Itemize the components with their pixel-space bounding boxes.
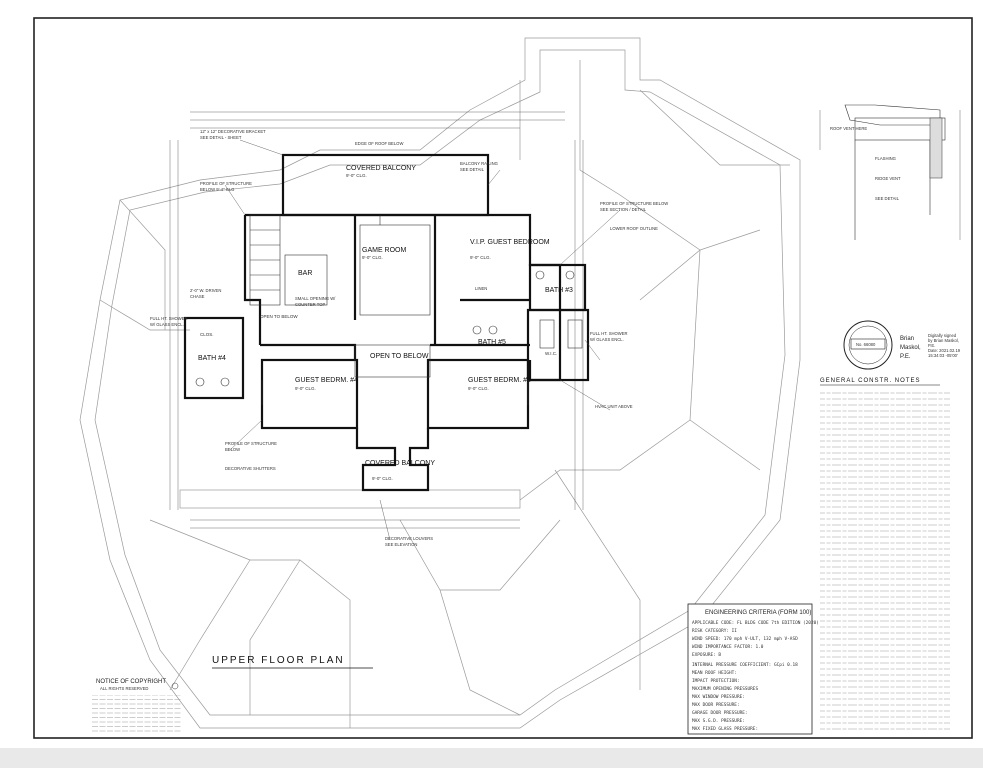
sheet-border xyxy=(33,17,973,739)
svg-text:MAX S.G.D. PRESSURE:: MAX S.G.D. PRESSURE: xyxy=(692,718,745,724)
bottom-strip xyxy=(0,748,983,768)
svg-text:W/ GLASS ENCL.: W/ GLASS ENCL. xyxy=(590,337,624,342)
svg-text:ROOF VENT HERE: ROOF VENT HERE xyxy=(830,126,867,131)
svg-text:9'-0" CLG.: 9'-0" CLG. xyxy=(346,173,367,178)
room-game-room: GAME ROOM xyxy=(362,247,407,254)
roof-section-detail xyxy=(819,104,961,240)
svg-text:2'-0" W. DRIVEN: 2'-0" W. DRIVEN xyxy=(190,288,221,293)
room-bar: BAR xyxy=(298,270,312,277)
svg-text:PROFILE OF STRUCTURE: PROFILE OF STRUCTURE xyxy=(225,441,277,446)
svg-text:BELOW: BELOW xyxy=(225,447,240,452)
svg-text:WIND SPEED: 170 mph V-ULT, 132: WIND SPEED: 170 mph V-ULT, 132 mph V-ASD xyxy=(692,636,798,642)
svg-text:SMALL OPENING W/: SMALL OPENING W/ xyxy=(295,296,336,301)
plan-title: UPPER FLOOR PLAN xyxy=(212,655,345,666)
copyright-subtitle: ALL RIGHTS RESERVED xyxy=(100,686,148,691)
svg-text:PROFILE OF STRUCTURE BELOW: PROFILE OF STRUCTURE BELOW xyxy=(600,201,668,206)
svg-text:FULL HT. SHOWER: FULL HT. SHOWER xyxy=(590,331,628,336)
room-bath-4: BATH #4 xyxy=(198,355,226,362)
room-wic: W.I.C. xyxy=(545,351,557,356)
svg-text:BALCONY RAILING: BALCONY RAILING xyxy=(460,161,498,166)
svg-text:SEE DETAIL - SHEET: SEE DETAIL - SHEET xyxy=(200,135,242,140)
engineering-criteria-table: ENGINEERING CRITERIA (FORM 100) APPLICAB… xyxy=(687,603,819,735)
plan-annotations: 12" x 12" DECORATIVE BRACKET SEE DETAIL … xyxy=(150,126,901,547)
engineer-seal: No. 66080 Brian Maskol, P.E. Digitally s… xyxy=(843,320,961,370)
svg-text:9'-0" CLG.: 9'-0" CLG. xyxy=(470,255,491,260)
svg-text:IMPACT PROTECTION:: IMPACT PROTECTION: xyxy=(692,678,740,684)
room-vip-guest-bedroom: V.I.P. GUEST BEDROOM xyxy=(470,239,550,246)
svg-text:HVAC UNIT ABOVE: HVAC UNIT ABOVE xyxy=(595,404,633,409)
room-bath-3: BATH #3 xyxy=(545,287,573,294)
svg-text:EDGE OF ROOF BELOW: EDGE OF ROOF BELOW xyxy=(355,141,403,146)
svg-text:MAX WINDOW PRESSURE:: MAX WINDOW PRESSURE: xyxy=(692,694,745,700)
svg-text:FULL HT. SHOWER: FULL HT. SHOWER xyxy=(150,316,188,321)
general-notes: GENERAL CONSTR. NOTES xyxy=(820,378,960,730)
seal-name-2: Maskol, xyxy=(900,345,921,351)
svg-text:by Brian Maskol,: by Brian Maskol, xyxy=(928,338,959,343)
svg-text:W/ GLASS ENCL.: W/ GLASS ENCL. xyxy=(150,322,184,327)
room-open-to-below: OPEN TO BELOW xyxy=(370,353,429,360)
svg-text:CHASE: CHASE xyxy=(190,294,205,299)
svg-text:SEE DETAIL: SEE DETAIL xyxy=(460,167,485,172)
svg-text:DECORATIVE SHUTTERS: DECORATIVE SHUTTERS xyxy=(225,466,276,471)
svg-text:9'-0" CLG.: 9'-0" CLG. xyxy=(372,476,393,481)
seal-number: No. 66080 xyxy=(856,342,876,347)
room-covered-balcony-bottom: COVERED BALCONY xyxy=(365,460,435,467)
svg-text:PROFILE OF STRUCTURE: PROFILE OF STRUCTURE xyxy=(200,181,252,186)
svg-text:Date: 2021.02.19: Date: 2021.02.19 xyxy=(928,348,961,353)
svg-text:FLASHING: FLASHING xyxy=(875,156,896,161)
roof-outline xyxy=(79,37,801,729)
svg-text:LOWER ROOF OUTLINE: LOWER ROOF OUTLINE xyxy=(610,226,658,231)
svg-text:SEE ELEVATION: SEE ELEVATION xyxy=(385,542,417,547)
room-guest-bedrm-4: GUEST BEDRM. #4 xyxy=(295,377,358,384)
room-open-to-below-stair: OPEN TO BELOW xyxy=(260,314,298,319)
room-guest-bedrm-3: GUEST BEDRM. #3 xyxy=(468,377,531,384)
svg-text:MAX DOOR PRESSURE:: MAX DOOR PRESSURE: xyxy=(692,702,740,708)
svg-text:9'-0" CLG.: 9'-0" CLG. xyxy=(295,386,316,391)
general-notes-title: GENERAL CONSTR. NOTES xyxy=(820,378,920,384)
svg-text:15:34:03 -05'00': 15:34:03 -05'00' xyxy=(928,353,958,358)
svg-text:RIDGE VENT: RIDGE VENT xyxy=(875,176,901,181)
engineering-title: ENGINEERING CRITERIA (FORM 100) xyxy=(705,610,811,616)
svg-text:SEE DETAIL: SEE DETAIL xyxy=(875,196,900,201)
svg-text:SEE SECTION / DETAIL: SEE SECTION / DETAIL xyxy=(600,207,647,212)
svg-text:MEAN ROOF HEIGHT:: MEAN ROOF HEIGHT: xyxy=(692,670,737,676)
svg-text:DECORATIVE LOUVERS: DECORATIVE LOUVERS xyxy=(385,536,433,541)
svg-text:COUNTER TOP: COUNTER TOP xyxy=(295,302,326,307)
svg-text:EXPOSURE: B: EXPOSURE: B xyxy=(692,652,721,658)
svg-text:GARAGE DOOR PRESSURE:: GARAGE DOOR PRESSURE: xyxy=(692,710,748,716)
svg-text:9'-0" CLG.: 9'-0" CLG. xyxy=(468,386,489,391)
svg-text:LINEN: LINEN xyxy=(475,286,487,291)
svg-text:12" x 12" DECORATIVE BRACKET: 12" x 12" DECORATIVE BRACKET xyxy=(200,129,266,134)
dimension-lines xyxy=(169,111,584,529)
copyright-title: NOTICE OF COPYRIGHT xyxy=(96,679,166,685)
svg-text:APPLICABLE CODE: FL BLDG CODE: APPLICABLE CODE: FL BLDG CODE 7th EDITIO… xyxy=(692,620,819,626)
copyright-icon xyxy=(171,682,179,690)
svg-text:MAX FIXED GLASS PRESSURE:: MAX FIXED GLASS PRESSURE: xyxy=(692,726,758,732)
svg-text:P.E.: P.E. xyxy=(928,343,935,348)
seal-name-1: Brian xyxy=(900,336,914,342)
svg-text:MAXIMUM OPENING PRESSURES: MAXIMUM OPENING PRESSURES xyxy=(692,686,758,692)
leader-lines xyxy=(224,139,621,541)
svg-text:Digitally signed: Digitally signed xyxy=(928,333,957,338)
svg-text:BELOW 9'-4" CLG: BELOW 9'-4" CLG xyxy=(200,187,234,192)
room-clos: CLOS. xyxy=(200,332,214,337)
room-labels: COVERED BALCONY 9'-0" CLG. GAME ROOM 9'-… xyxy=(198,165,573,481)
svg-text:9'-0" CLG.: 9'-0" CLG. xyxy=(362,255,383,260)
room-covered-balcony-top: COVERED BALCONY xyxy=(346,165,416,172)
svg-text:INTERNAL PRESSURE COEFFICIENT:: INTERNAL PRESSURE COEFFICIENT: GCpi 0.18 xyxy=(692,662,798,668)
seal-name-3: P.E. xyxy=(900,354,911,360)
copyright-block: NOTICE OF COPYRIGHT ALL RIGHTS RESERVED xyxy=(92,679,184,733)
svg-text:WIND IMPORTANCE FACTOR: 1.0: WIND IMPORTANCE FACTOR: 1.0 xyxy=(692,644,764,650)
room-bath-5: BATH #5 xyxy=(478,339,506,346)
svg-text:RISK CATEGORY: II: RISK CATEGORY: II xyxy=(692,628,737,634)
